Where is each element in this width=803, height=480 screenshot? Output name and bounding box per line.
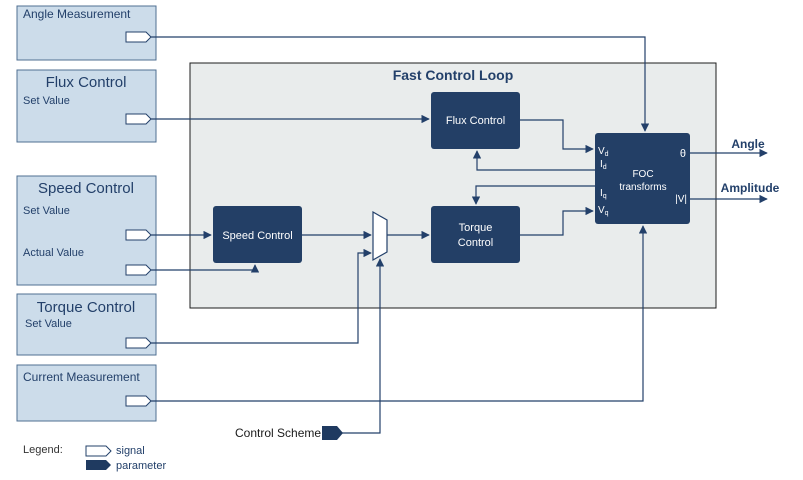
current-measurement-box: Current Measurement	[16, 364, 157, 422]
speed-control-box: Speed Control Set Value Actual Value	[16, 175, 157, 286]
connection-wires	[151, 36, 768, 434]
output-angle-label: Angle	[731, 137, 765, 151]
foc-port-iq: Iq	[600, 188, 607, 200]
torque-control-block: Torque Control	[431, 206, 520, 263]
legend-parameter-icon	[86, 460, 111, 470]
torque-block-label-line1: Torque	[459, 222, 493, 234]
signal-port-icon	[125, 395, 152, 407]
control-scheme-label: Control Scheme	[235, 426, 321, 440]
legend-signal-icon	[85, 445, 112, 457]
flux-control-box: Flux Control Set Value	[16, 69, 157, 143]
angle-measurement-box: Angle Measurement	[16, 5, 157, 61]
speed-control-block: Speed Control	[213, 206, 302, 263]
angle-measurement-title: Angle Measurement	[23, 7, 131, 21]
foc-label-line2: transforms	[619, 182, 666, 193]
torque-control-title: Torque Control	[37, 299, 135, 316]
output-amplitude-label: Amplitude	[721, 181, 780, 195]
foc-port-id: Id	[600, 159, 607, 171]
flux-set-value-label: Set Value	[23, 95, 70, 107]
foc-port-vd: Vd	[598, 146, 609, 158]
flux-control-block-label: Flux Control	[446, 115, 505, 127]
speed-actual-value-label: Actual Value	[23, 247, 84, 259]
foc-port-vq: Vq	[598, 205, 609, 217]
torque-block-label-line2: Control	[458, 237, 493, 249]
signal-port-icon	[125, 113, 152, 125]
torque-control-box: Torque Control Set Value	[16, 293, 157, 356]
foc-label-line1: FOC	[632, 169, 653, 180]
legend-signal-label: signal	[116, 445, 145, 457]
legend-parameter-label: parameter	[116, 460, 166, 472]
flux-control-title: Flux Control	[46, 74, 127, 91]
speed-set-value-label: Set Value	[23, 205, 70, 217]
legend: Legend: signal parameter	[23, 444, 166, 472]
speed-control-title: Speed Control	[38, 180, 134, 197]
signal-port-icon	[125, 31, 152, 43]
foc-transforms-block: FOC transforms Vd Id Iq Vq θ |V|	[595, 133, 690, 224]
fast-control-loop-title: Fast Control Loop	[393, 67, 514, 83]
signal-port-icon	[125, 264, 152, 276]
parameter-port-icon	[322, 426, 343, 440]
speed-control-block-label: Speed Control	[222, 230, 292, 242]
foc-port-theta: θ	[680, 148, 686, 160]
signal-port-icon	[125, 229, 152, 241]
multiplexer-switch	[372, 210, 388, 262]
torque-set-value-label: Set Value	[25, 318, 72, 330]
flux-control-block: Flux Control	[431, 92, 520, 149]
current-measurement-title: Current Measurement	[23, 370, 140, 384]
foc-port-amplitude: |V|	[675, 194, 687, 205]
legend-title: Legend:	[23, 444, 63, 456]
signal-port-icon	[125, 337, 152, 349]
